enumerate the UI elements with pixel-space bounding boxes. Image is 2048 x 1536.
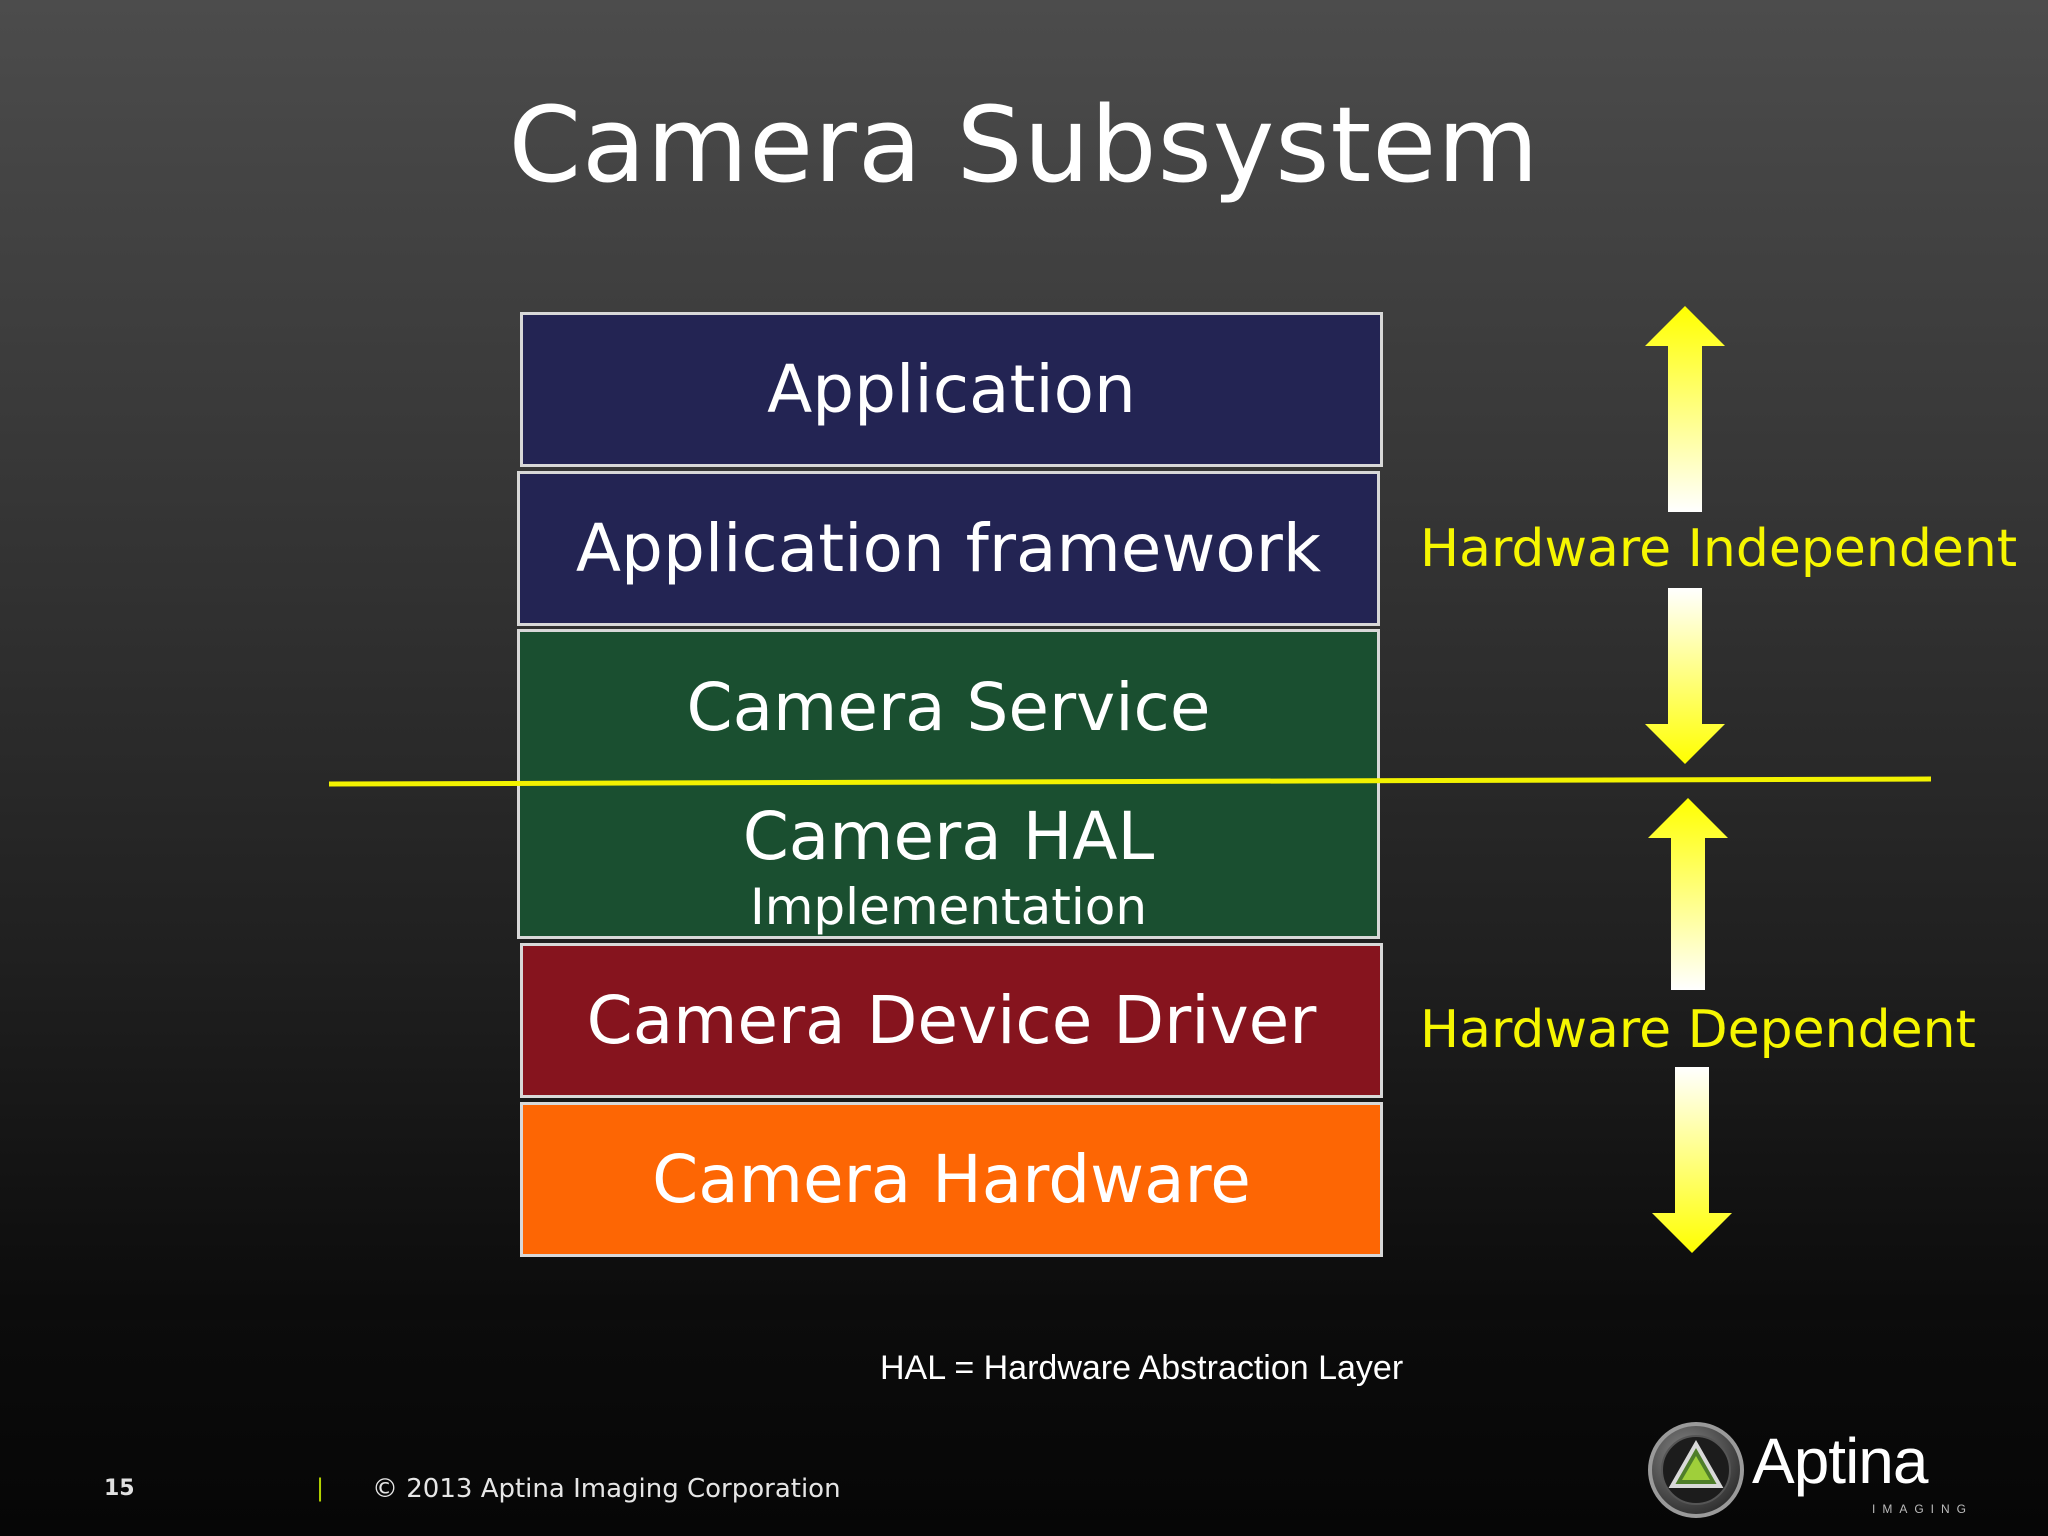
aptina-logo-sub: IMAGING: [1872, 1502, 1974, 1516]
hal-definition-note: HAL = Hardware Abstraction Layer: [880, 1349, 1404, 1387]
footer-separator: |: [316, 1474, 325, 1502]
layer-camera-hardware: Camera Hardware: [520, 1102, 1383, 1257]
slide-title: Camera Subsystem: [508, 84, 1540, 206]
arrow-up-dependent-icon: [1648, 798, 1728, 990]
layer-camera-hardware-label: Camera Hardware: [652, 1141, 1251, 1218]
footer-copyright: © 2013 Aptina Imaging Corporation: [372, 1474, 841, 1504]
layer-camera-device-driver: Camera Device Driver: [520, 943, 1383, 1098]
aptina-logo: Aptina IMAGING: [1646, 1420, 1986, 1520]
layer-camera-hal-sublabel: Implementation: [749, 878, 1148, 936]
layer-camera-device-driver-label: Camera Device Driver: [586, 982, 1317, 1059]
aptina-logo-mark-icon: [1648, 1422, 1744, 1518]
arrow-down-independent-icon: [1645, 588, 1725, 764]
hardware-dependent-label: Hardware Dependent: [1420, 1000, 1976, 1060]
layer-camera-hal-label: Camera HAL: [742, 798, 1155, 875]
arrow-down-dependent-icon: [1652, 1067, 1732, 1253]
hardware-independent-label: Hardware Independent: [1420, 519, 2018, 579]
layer-application: Application: [520, 312, 1383, 467]
slide-number: 15: [104, 1476, 135, 1501]
aptina-logo-word: Aptina: [1752, 1425, 1928, 1497]
layer-application-framework: Application framework: [517, 471, 1380, 626]
arrow-up-independent-icon: [1645, 306, 1725, 512]
layer-application-label: Application: [767, 351, 1136, 428]
layer-application-framework-label: Application framework: [575, 510, 1322, 587]
layer-camera-service-label: Camera Service: [686, 669, 1211, 746]
